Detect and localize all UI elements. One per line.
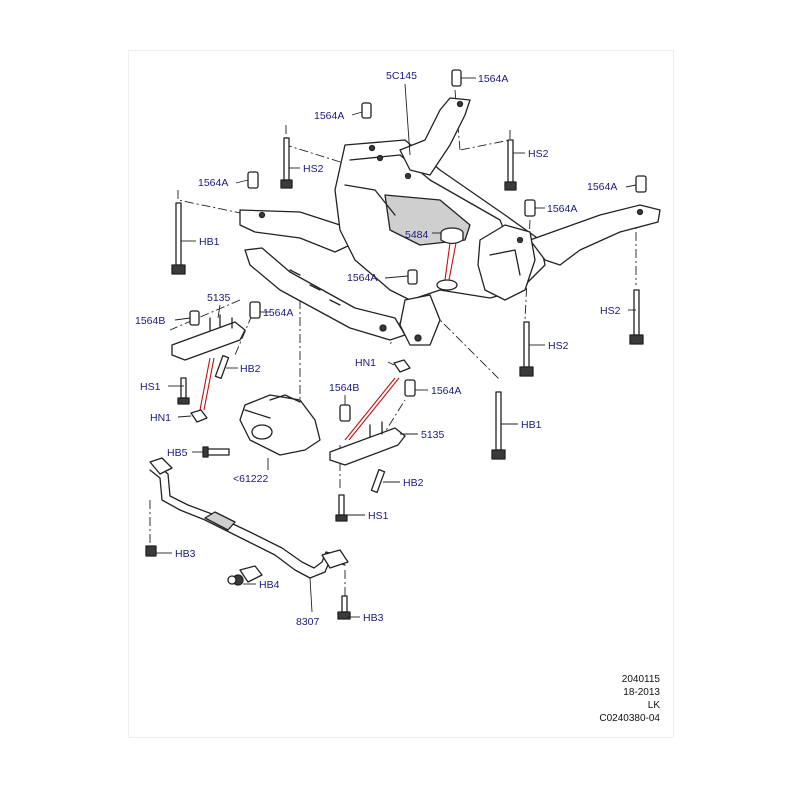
label-1564a: 1564A [431,385,461,397]
label-hb4: HB4 [259,579,280,591]
label-hs2: HS2 [600,305,621,317]
footer-line-4: C0240380-04 [599,713,660,724]
label-1564a: 1564A [478,73,508,85]
label-hb3: HB3 [175,548,196,560]
label-hb1: HB1 [521,419,542,431]
bolts [145,137,644,620]
label-hb1: HB1 [199,236,220,248]
label-1564b: 1564B [329,382,359,394]
footer-line-2: 18-2013 [623,687,660,698]
label-hb2: HB2 [403,477,424,489]
label-hs2: HS2 [303,163,324,175]
part-labels: 5C145 1564A 1564A 1564A 1564A 1564A 1564… [135,70,621,628]
nuts-hn1 [190,359,411,423]
label-hb2: HB2 [240,363,261,375]
front-subframe [239,97,661,346]
label-hb5: HB5 [167,447,188,459]
label-8307: 8307 [296,616,320,628]
label-hn1: HN1 [355,357,376,369]
footer-line-3: LK [647,700,660,711]
brackets-5135 [171,314,406,466]
label-1564a: 1564A [263,307,293,319]
label-hs1: HS1 [140,381,161,393]
leader-lines [156,77,637,618]
label-5135: 5135 [421,429,445,441]
insulator-5484 [436,227,464,291]
bushings [189,69,647,422]
label-5484: 5484 [405,229,429,241]
label-5135: 5135 [207,292,231,304]
footer-reference: 2040115 18-2013 LK C0240380-04 [500,674,660,724]
label-1564a: 1564A [347,272,377,284]
label-1564a: 1564A [547,203,577,215]
label-5c145: 5C145 [386,70,417,82]
label-hn1: HN1 [150,412,171,424]
label-1564b: 1564B [135,315,165,327]
label-hs2: HS2 [548,340,569,352]
label-1564a: 1564A [587,181,617,193]
label-61222: <61222 [233,473,268,485]
label-1564a: 1564A [198,177,228,189]
label-hb3: HB3 [363,612,384,624]
mount-61222 [239,394,321,456]
label-hs1: HS1 [368,510,389,522]
label-hs2: HS2 [528,148,549,160]
label-1564a: 1564A [314,110,344,122]
stabilizer-bar-8307 [149,457,349,583]
footer-line-1: 2040115 [621,674,660,685]
